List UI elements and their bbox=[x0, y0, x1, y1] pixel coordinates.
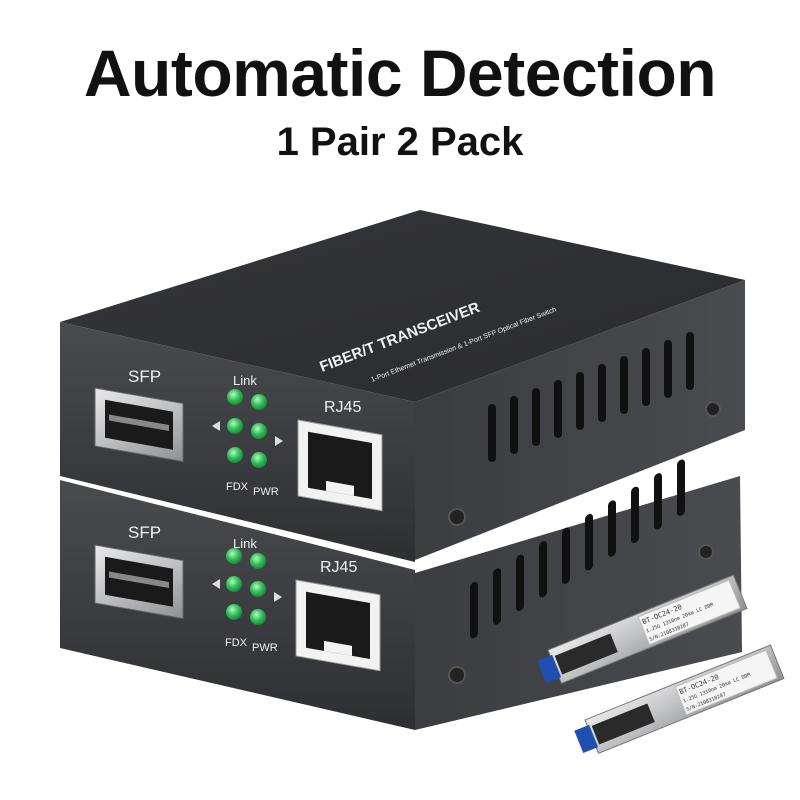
led-icon bbox=[227, 418, 243, 434]
led-icon bbox=[250, 581, 266, 597]
pwr-label: PWR bbox=[253, 486, 279, 498]
sfp-module-2: BT-OC24-20 1.25G 1310nm 20km LC DDM S/N:… bbox=[574, 644, 785, 755]
led-icon bbox=[227, 389, 243, 405]
led-icon bbox=[251, 394, 267, 410]
bottom-unit-side bbox=[415, 476, 742, 730]
fdx-label: FDX bbox=[225, 637, 248, 649]
arrow-left-icon bbox=[212, 579, 220, 589]
sfp-port-label: SFP bbox=[128, 523, 161, 542]
pwr-label: PWR bbox=[252, 642, 278, 654]
media-converter-bottom: SFP Link FDX PWR RJ45 bbox=[60, 459, 785, 755]
rj45-port-label: RJ45 bbox=[324, 399, 361, 416]
sfp-port bbox=[94, 544, 184, 620]
led-icon bbox=[227, 447, 243, 463]
led-icon bbox=[226, 604, 242, 620]
bottom-unit-vents bbox=[470, 459, 685, 639]
sfp-port-label: SFP bbox=[128, 367, 161, 386]
arrow-right-icon bbox=[274, 592, 282, 602]
screw-icon bbox=[448, 666, 466, 684]
screw-icon bbox=[705, 401, 721, 417]
rj45-port bbox=[297, 419, 383, 512]
led-icon bbox=[251, 423, 267, 439]
subheadline: 1 Pair 2 Pack bbox=[276, 120, 524, 164]
sfp-port bbox=[94, 387, 184, 463]
top-unit-lid bbox=[60, 210, 745, 402]
fdx-label: FDX bbox=[226, 481, 249, 493]
screw-icon bbox=[448, 508, 466, 526]
status-leds bbox=[226, 548, 266, 625]
status-leds bbox=[227, 389, 267, 468]
link-label: Link bbox=[233, 536, 257, 551]
sfp-module-1: BT-OC24-20 1.25G 1310nm 20km LC DDM S/N:… bbox=[537, 574, 748, 685]
arrow-right-icon bbox=[275, 436, 283, 446]
headline: Automatic Detection bbox=[83, 36, 717, 110]
link-label: Link bbox=[233, 373, 257, 388]
rj45-port bbox=[295, 579, 381, 672]
media-converter-top: FIBER/T TRANSCEIVER 1-Port Ethernet Tran… bbox=[60, 210, 745, 562]
led-icon bbox=[226, 576, 242, 592]
rj45-port-label: RJ45 bbox=[320, 559, 357, 576]
led-icon bbox=[251, 452, 267, 468]
screw-icon bbox=[698, 544, 714, 560]
led-icon bbox=[226, 548, 242, 564]
top-unit-front bbox=[60, 322, 415, 562]
led-icon bbox=[250, 553, 266, 569]
arrow-left-icon bbox=[212, 421, 220, 431]
led-icon bbox=[250, 609, 266, 625]
top-unit-vents bbox=[488, 332, 694, 462]
